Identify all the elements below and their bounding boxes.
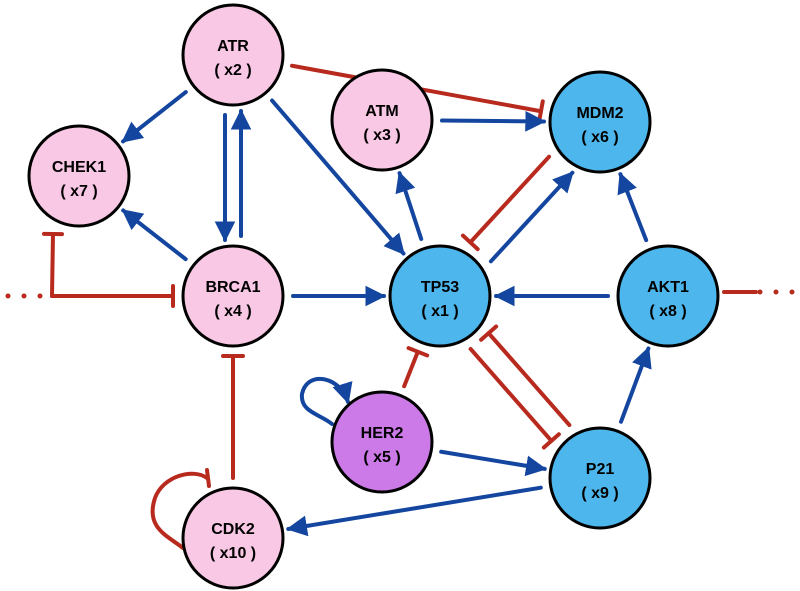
node-name: ATM: [365, 103, 398, 120]
node-circle: [330, 390, 434, 494]
edge-akt1-to-mdm2-activation: [617, 172, 649, 243]
activation-line: [617, 172, 649, 243]
inhibition-bar: [537, 99, 545, 124]
node-name: CDK2: [211, 521, 255, 538]
edge-cdk2-to-brca1-inhibition: [221, 354, 245, 480]
node-atm: ATM ( x3 ): [330, 68, 434, 172]
edge-tp53-to-p21-inhibition: [468, 346, 561, 450]
activation-line: [618, 346, 652, 424]
node-circle: [181, 486, 285, 590]
node-name: MDM2: [576, 105, 623, 122]
activation-line: [439, 110, 547, 132]
edge-her2-to-p21-activation: [439, 449, 547, 477]
node-name: P21: [586, 461, 615, 478]
node-index: ( x5 ): [363, 449, 400, 466]
continuation-dot: [37, 293, 43, 299]
node-akt1: AKT1 ( x8 ): [616, 244, 720, 348]
continuation-dot: [789, 289, 795, 295]
continuation-dot: [21, 293, 27, 299]
activation-line: [286, 485, 543, 537]
node-circle: [548, 426, 652, 530]
node-index: ( x9 ): [581, 485, 618, 502]
node-index: ( x4 ): [214, 303, 251, 320]
node-index: ( x6 ): [581, 129, 618, 146]
node-index: ( x8 ): [649, 303, 686, 320]
edges-layer: [5, 63, 795, 550]
node-index: ( x7 ): [60, 183, 97, 200]
inhibition-bar: [205, 468, 211, 488]
edge-atr-to-tp53-activation: [270, 98, 406, 256]
activation-line: [121, 208, 188, 262]
node-tp53: TP53 ( x1 ): [388, 244, 492, 348]
node-circle: [548, 70, 652, 174]
external-input-brca1: [5, 284, 175, 308]
edge-p21-to-akt1-activation: [618, 346, 652, 424]
inhibition-bar: [479, 324, 499, 342]
edge-mdm2-to-tp53-inhibition: [460, 154, 552, 252]
inhibition-bar: [406, 346, 430, 358]
edge-cdk2-to-cdk2-inhibition: [150, 468, 211, 550]
node-p21: P21 ( x9 ): [548, 426, 652, 530]
node-cdk2: CDK2 ( x10 ): [181, 486, 285, 590]
inhibition-bar: [460, 233, 480, 252]
activation-line: [439, 449, 547, 477]
edge-p21-to-tp53-inhibition: [479, 324, 572, 428]
continuation-dot: [5, 293, 11, 299]
node-chek1: CHEK1 ( x7 ): [27, 124, 131, 228]
node-index: ( x10 ): [210, 545, 256, 562]
edge-brca1-to-chek1-inhibition: [42, 231, 64, 298]
inhibition-line: [468, 346, 554, 443]
inhibition-line: [402, 349, 420, 389]
edge-atm-to-mdm2-activation: [439, 110, 547, 132]
node-name: BRCA1: [205, 279, 260, 296]
nodes-layer: ATR ( x2 ) ATM ( x3 ) MDM2 ( x6 ) CHEK1 ( x7 ) B…: [27, 3, 720, 590]
activation-line: [395, 171, 424, 242]
external-input-akt1: [722, 289, 795, 295]
node-index: ( x1 ): [421, 303, 458, 320]
edge-p21-to-cdk2-activation: [286, 485, 543, 537]
edge-brca1-to-chek1-activation: [121, 208, 188, 262]
inhibition-line: [50, 232, 55, 298]
node-mdm2: MDM2 ( x6 ): [548, 70, 652, 174]
node-her2: HER2 ( x5 ): [330, 390, 434, 494]
continuation-dot: [757, 289, 763, 295]
self-loop: [299, 376, 353, 426]
self-loop: [150, 471, 209, 550]
node-atr: ATR ( x2 ): [181, 3, 285, 107]
edge-atr-to-chek1-activation: [121, 90, 188, 144]
node-circle: [616, 244, 720, 348]
node-brca1: BRCA1 ( x4 ): [181, 244, 285, 348]
inhibition-line: [486, 331, 572, 428]
node-circle: [27, 124, 131, 228]
activation-line: [121, 90, 188, 144]
node-name: TP53: [421, 279, 459, 296]
node-circle: [330, 68, 434, 172]
node-circle: [388, 244, 492, 348]
continuation-dot: [773, 289, 779, 295]
node-name: HER2: [361, 425, 404, 442]
node-index: ( x3 ): [363, 127, 400, 144]
node-index: ( x2 ): [214, 62, 251, 79]
node-name: CHEK1: [52, 159, 106, 176]
node-name: ATR: [217, 38, 249, 55]
edge-tp53-to-mdm2-activation: [488, 170, 575, 264]
edge-her2-to-tp53-inhibition: [402, 346, 430, 389]
inhibition-line: [468, 154, 552, 245]
node-circle: [181, 3, 285, 107]
edge-tp53-to-atm-activation: [395, 171, 424, 242]
edge-her2-to-her2-activation: [299, 376, 353, 426]
inhibition-bar: [541, 432, 561, 450]
activation-line: [488, 170, 575, 264]
node-circle: [181, 244, 285, 348]
activation-line: [270, 98, 406, 256]
node-name: AKT1: [647, 279, 689, 296]
